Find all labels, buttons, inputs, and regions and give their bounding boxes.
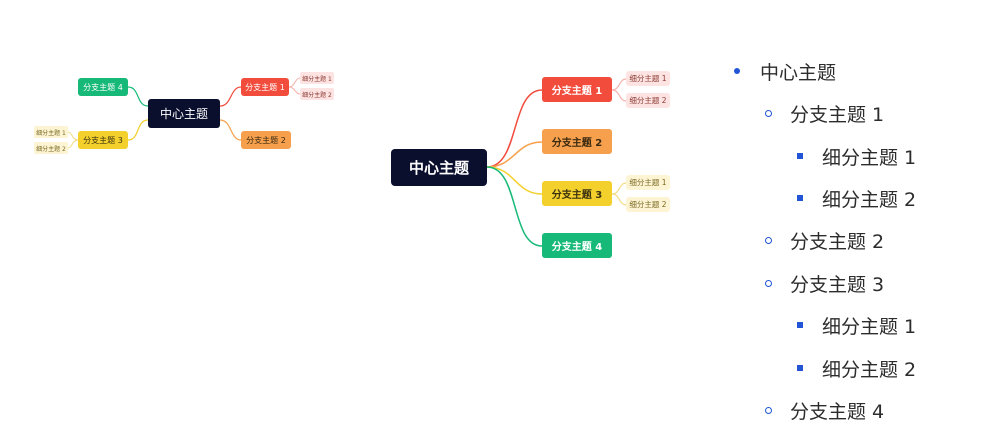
outline-item-level3[interactable]: 细分主题 1 [797, 312, 916, 338]
connector-small-b2 [219, 119, 242, 141]
connector-large-l4 [611, 193, 627, 206]
small-map-center-node[interactable]: 中心主题 [148, 99, 220, 128]
connector-large-l2 [611, 89, 627, 102]
bullet-circle-icon [765, 236, 772, 244]
large-map-leaf-3-2[interactable]: 细分主题 2 [626, 197, 670, 212]
outline-item-text: 细分主题 2 [822, 188, 917, 211]
connector-small-l1 [288, 77, 301, 88]
large-map-branch-1[interactable]: 分支主题 1 [542, 77, 612, 102]
outline-item-level3[interactable]: 细分主题 2 [797, 355, 916, 381]
connector-small-b1 [219, 86, 242, 107]
bullet-square-icon [797, 195, 803, 201]
large-map-branch-3[interactable]: 分支主题 3 [542, 181, 612, 206]
outline-item-text: 分支主题 3 [790, 273, 885, 296]
outline-item-level2[interactable]: 分支主题 3 [765, 270, 884, 296]
large-map-leaf-1-2[interactable]: 细分主题 2 [626, 93, 670, 108]
bullet-square-icon [797, 153, 803, 159]
connector-small-b3 [127, 119, 149, 141]
outline-item-text: 细分主题 1 [822, 315, 917, 338]
connector-small-l4 [67, 139, 79, 149]
large-map-leaf-3-1[interactable]: 细分主题 1 [626, 175, 670, 190]
connector-small-b4 [127, 86, 149, 107]
large-map-branch-4[interactable]: 分支主题 4 [542, 233, 612, 258]
connector-large-b2 [486, 141, 543, 168]
connector-large-b4 [486, 166, 543, 247]
connector-small-l3 [67, 131, 79, 141]
outline-item-level2[interactable]: 分支主题 4 [765, 397, 884, 423]
connector-large-b3 [486, 166, 543, 195]
small-map-branch-1[interactable]: 分支主题 1 [241, 78, 289, 96]
connector-small-l2 [288, 86, 301, 95]
small-map-leaf-3-1[interactable]: 细分主题 1 [34, 126, 68, 138]
outline-item-text: 分支主题 4 [790, 400, 885, 423]
bullet-circle-icon [765, 279, 772, 287]
outline-item-text: 中心主题 [760, 61, 837, 84]
outline-item-level2[interactable]: 分支主题 2 [765, 227, 884, 253]
outline-item-text: 细分主题 2 [822, 358, 917, 381]
outline-item-text: 细分主题 1 [822, 146, 917, 169]
large-map-leaf-1-1[interactable]: 细分主题 1 [626, 71, 670, 86]
small-map-branch-4[interactable]: 分支主题 4 [78, 78, 128, 96]
outline-item-text: 分支主题 1 [790, 103, 885, 126]
bullet-square-icon [797, 322, 803, 328]
large-map-branch-2[interactable]: 分支主题 2 [542, 129, 612, 154]
outline-item-text: 分支主题 2 [790, 230, 885, 253]
connector-large-b1 [486, 89, 543, 168]
small-map-leaf-1-2[interactable]: 细分主题 2 [300, 88, 334, 100]
small-map-branch-2[interactable]: 分支主题 2 [241, 131, 291, 149]
small-map-leaf-1-1[interactable]: 细分主题 1 [300, 72, 334, 84]
bullet-disc-icon [734, 68, 740, 74]
bullet-square-icon [797, 365, 803, 371]
outline-item-level3[interactable]: 细分主题 2 [797, 185, 916, 211]
small-map-leaf-3-2[interactable]: 细分主题 2 [34, 142, 68, 154]
small-map-branch-3[interactable]: 分支主题 3 [78, 131, 128, 149]
outline-item-level2[interactable]: 分支主题 1 [765, 100, 884, 126]
outline-item-level3[interactable]: 细分主题 1 [797, 143, 916, 169]
large-map-center-node[interactable]: 中心主题 [391, 149, 487, 186]
outline-item-level1[interactable]: 中心主题 [734, 58, 836, 84]
connector-large-l3 [611, 182, 627, 195]
bullet-circle-icon [765, 406, 772, 414]
connector-large-l1 [611, 78, 627, 91]
bullet-circle-icon [765, 109, 772, 117]
